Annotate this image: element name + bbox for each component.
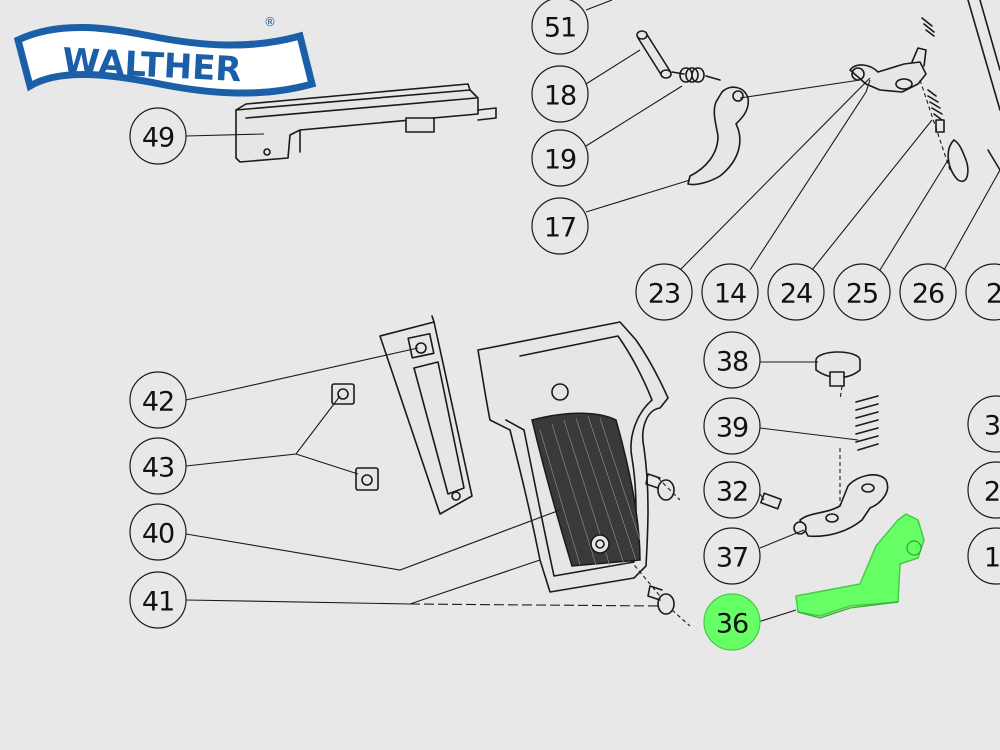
part-40-grip (477, 321, 669, 593)
svg-text:26: 26 (912, 279, 944, 310)
svg-text:39: 39 (716, 413, 748, 444)
svg-text:25: 25 (846, 279, 878, 310)
svg-text:34: 34 (984, 411, 1000, 442)
part-40-screw (645, 473, 675, 501)
callout-29-partial: 29 (967, 461, 1000, 519)
brand-name: WALTHER (61, 41, 242, 90)
callout-24: 24 (767, 263, 825, 321)
svg-text:32: 32 (716, 477, 748, 508)
callout-14: 14 (701, 263, 759, 321)
callout-34-partial: 34 (967, 395, 1000, 453)
part-17-trigger (687, 86, 750, 186)
callout-41: 41 (129, 571, 187, 629)
part-43-nuts (331, 383, 379, 491)
leader-lines (185, 0, 1000, 627)
svg-text:49: 49 (142, 123, 174, 154)
part-39-spring (855, 395, 879, 451)
part-32-pin (760, 492, 782, 510)
callout-32: 32 (703, 461, 761, 519)
callout-42: 42 (129, 371, 187, 429)
svg-text:10: 10 (984, 543, 1000, 574)
callout-26: 26 (899, 263, 957, 321)
svg-text:43: 43 (142, 453, 174, 484)
svg-text:24: 24 (780, 279, 812, 310)
svg-text:38: 38 (716, 347, 748, 378)
part-18-pin (636, 30, 672, 79)
part-41-screw (647, 585, 675, 615)
walther-logo: WALTHER ® (13, 15, 317, 97)
callout-43: 43 (129, 437, 187, 495)
callout-40: 40 (129, 503, 187, 561)
callout-17: 17 (531, 197, 589, 255)
svg-text:42: 42 (142, 387, 174, 418)
svg-text:37: 37 (716, 543, 748, 574)
part-38-knob (815, 351, 861, 387)
part-49-rail (235, 83, 497, 163)
callout-51: 51 (531, 0, 589, 55)
part-37-lever (793, 474, 889, 538)
svg-text:2: 2 (986, 279, 1000, 310)
part-42-plate (379, 315, 473, 515)
callout-19: 19 (531, 129, 589, 187)
callout-37: 37 (703, 527, 761, 585)
part-14-sear-assembly (849, 17, 1000, 183)
svg-text:51: 51 (544, 13, 576, 44)
callout-36-highlighted: 36 (703, 593, 761, 651)
callout-38: 38 (703, 331, 761, 389)
part-36-lever-highlighted (795, 513, 925, 619)
callout-49: 49 (129, 107, 187, 165)
callout-39: 39 (703, 397, 761, 455)
svg-text:18: 18 (544, 81, 576, 112)
svg-text:40: 40 (142, 519, 174, 550)
registered-mark: ® (264, 15, 276, 29)
callout-23: 23 (635, 263, 693, 321)
callout-25: 25 (833, 263, 891, 321)
svg-text:19: 19 (544, 145, 576, 176)
svg-text:29: 29 (984, 477, 1000, 508)
svg-text:17: 17 (544, 213, 576, 244)
svg-text:23: 23 (648, 279, 680, 310)
part-right-edge (967, 0, 1000, 111)
svg-text:36: 36 (716, 609, 748, 640)
callout-10-partial: 10 (967, 527, 1000, 585)
part-19-spring (671, 67, 721, 83)
callout-27-partial: 2 (965, 263, 1000, 321)
svg-text:41: 41 (142, 587, 174, 618)
callout-18: 18 (531, 65, 589, 123)
svg-text:14: 14 (714, 279, 746, 310)
